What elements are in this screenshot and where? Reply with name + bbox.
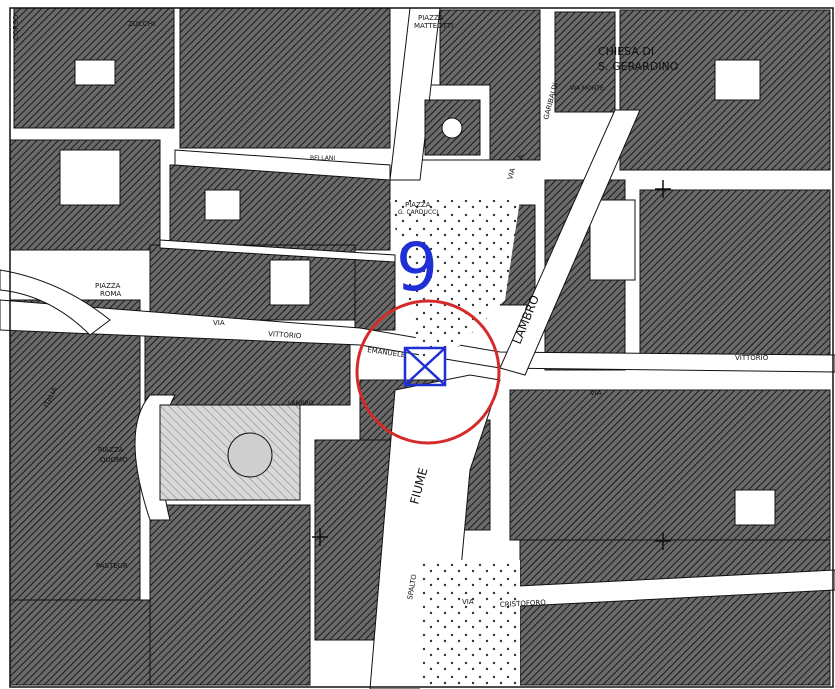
open-ground (390, 200, 520, 689)
target-box-icon (403, 346, 447, 387)
street-labels: PIAZZA MATTEOTTI CHIESA DI S. GERARDINO … (12, 14, 769, 609)
label-piazza-carducci: PIAZZA (405, 201, 431, 209)
highlight-circle (355, 299, 501, 445)
svg-text:VIA: VIA (590, 389, 602, 397)
svg-text:VIA: VIA (213, 319, 225, 327)
svg-text:LAMBRO: LAMBRO (288, 400, 314, 407)
svg-text:VIA MONTE: VIA MONTE (570, 85, 604, 92)
svg-text:ROMA: ROMA (100, 290, 121, 298)
svg-text:ZUCCHI: ZUCCHI (128, 20, 155, 28)
map-frame (9, 7, 834, 688)
svg-text:VITTORIO: VITTORIO (735, 354, 769, 362)
svg-text:BELLANI: BELLANI (310, 155, 335, 162)
svg-text:A.: A. (516, 152, 526, 161)
svg-text:DUOMO: DUOMO (100, 456, 128, 464)
label-piazza-roma: PIAZZA (95, 282, 121, 290)
svg-text:VIA: VIA (462, 598, 474, 606)
marker-number: 9 (396, 229, 438, 306)
church-cross-icon (312, 180, 671, 550)
svg-text:G. CARDUCCI: G. CARDUCCI (398, 209, 438, 216)
label-piazza-duomo: PIAZZA (98, 446, 124, 454)
svg-text:PASTEUR: PASTEUR (96, 562, 128, 570)
label-chiesa: CHIESA DI (598, 45, 654, 58)
svg-text:S. GERARDINO: S. GERARDINO (598, 60, 679, 73)
label-via-vittorio: VITTORIO (268, 330, 302, 340)
location-marker: 9 (355, 229, 501, 445)
label-piazza-matteotti: PIAZZA (418, 14, 444, 22)
svg-text:VIA: VIA (506, 167, 517, 181)
svg-text:CRISTOFORO: CRISTOFORO (500, 599, 547, 609)
svg-text:MATTEOTTI: MATTEOTTI (414, 22, 453, 30)
svg-text:CORSO: CORSO (12, 14, 20, 40)
palazzo-square (424, 99, 481, 156)
duomo-building (159, 404, 301, 501)
roads (0, 7, 835, 689)
